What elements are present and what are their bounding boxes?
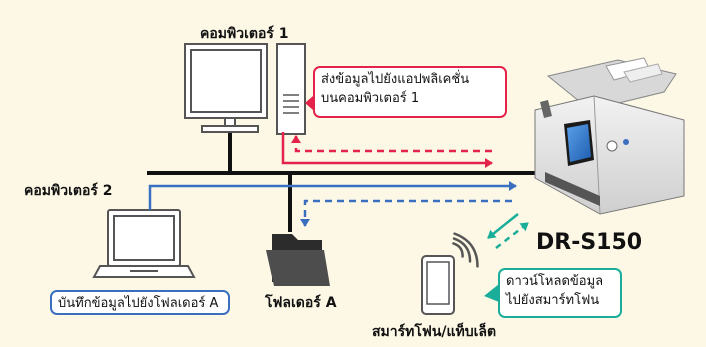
send-to-app-line2: บนคอมพิวเตอร์ 1: [321, 91, 420, 106]
red-flow-arrows: [281, 132, 493, 168]
desktop-computer-icon: [184, 43, 306, 135]
folder-a-label: โฟลเดอร์ A: [265, 295, 337, 311]
computer2-label: คอมพิวเตอร์ 2: [24, 183, 113, 199]
scanner-model-label: DR-S150: [536, 230, 643, 255]
computer1-label: คอมพิวเตอร์ 1: [200, 26, 289, 42]
save-to-folder-callout: บันทึกข้อมูลไปยังโฟลเดอร์ A: [50, 290, 230, 315]
download-to-phone-callout: ดาวน์โหลดข้อมูล ไปยังสมาร์ทโฟน: [498, 268, 622, 318]
smartphone-icon: [421, 255, 455, 315]
smartphone-tablet-label: สมาร์ทโฟน/แท็บเล็ต: [372, 324, 497, 340]
callout-pointer-red: [305, 96, 313, 110]
save-to-folder-text: บันทึกข้อมูลไปยังโฟลเดอร์ A: [58, 296, 219, 311]
document-scanner-icon: [534, 57, 685, 215]
network-lines: [147, 130, 562, 232]
callout-pointer-teal: [484, 284, 499, 302]
download-line1: ดาวน์โหลดข้อมูล: [506, 274, 604, 289]
laptop-icon: [92, 209, 196, 278]
send-to-app-callout: ส่งข้อมูลไปยังแอปพลิเคชั่น บนคอมพิวเตอร์…: [313, 66, 507, 118]
send-to-app-line1: ส่งข้อมูลไปยังแอปพลิเคชั่น: [321, 72, 470, 87]
blue-flow-arrows: [148, 181, 517, 227]
download-line2: ไปยังสมาร์ทโฟน: [506, 293, 600, 308]
teal-flow-arrows: [487, 213, 529, 249]
folder-icon: [266, 234, 330, 286]
wifi-signal-icon: [452, 232, 479, 268]
